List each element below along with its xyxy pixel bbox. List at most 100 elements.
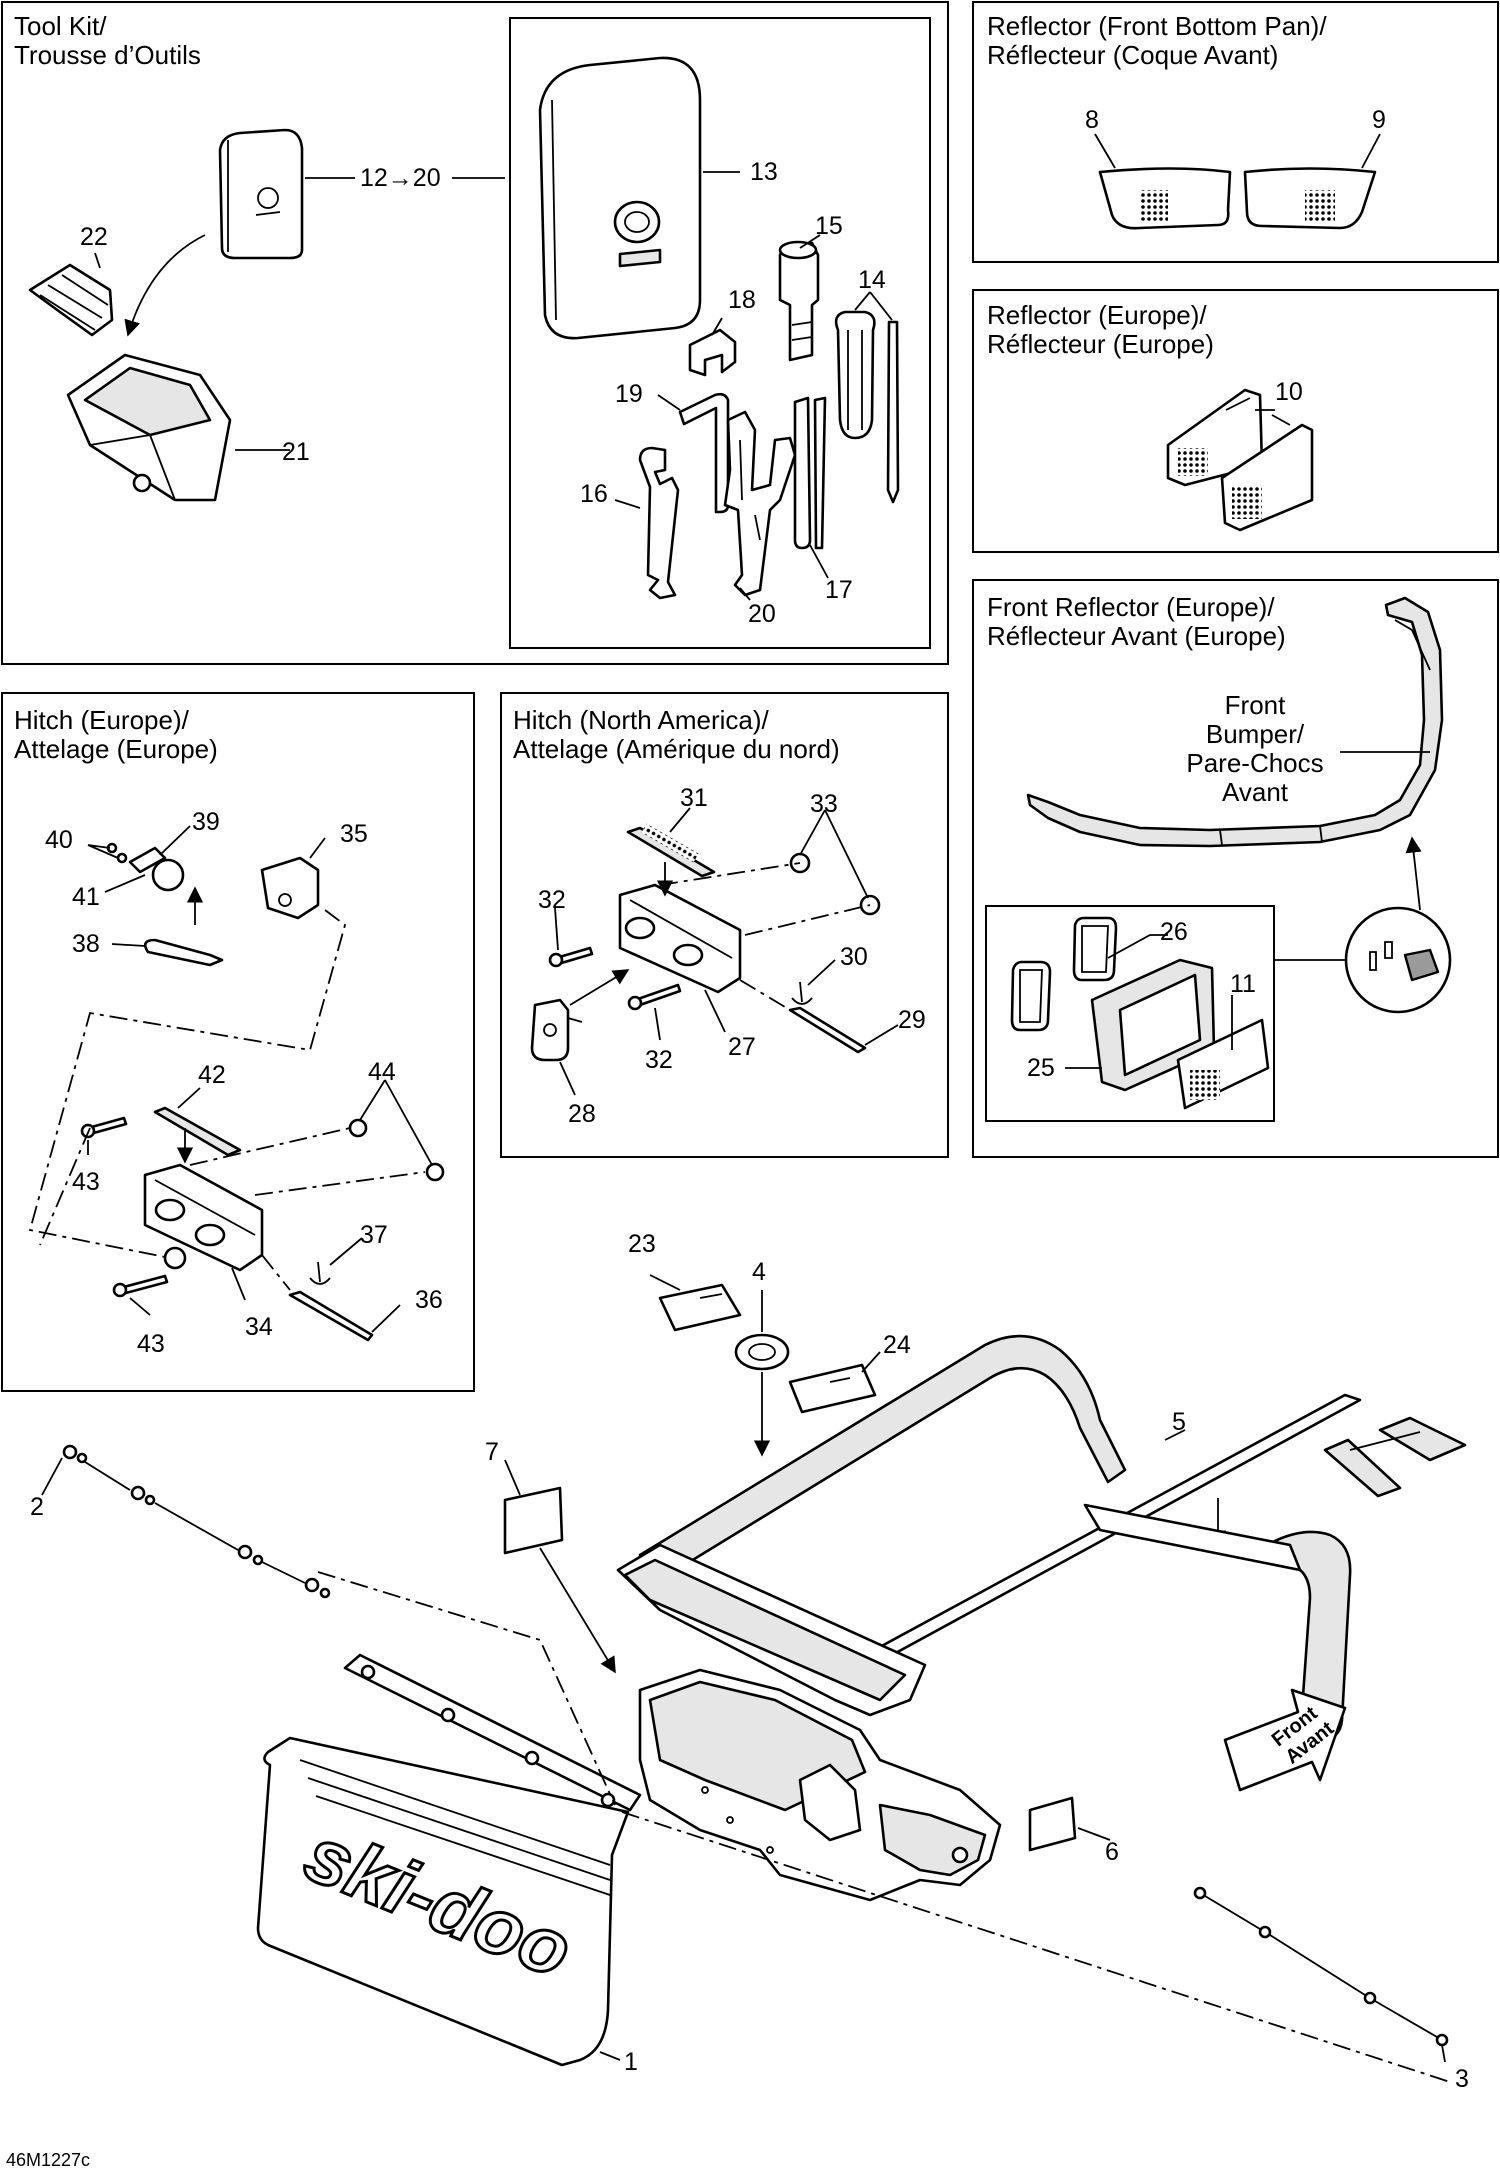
front-reflector-title-line1: Front Reflector (Europe)/ — [987, 592, 1275, 622]
hitch-europe-panel — [1, 692, 475, 1392]
callout-7: 7 — [485, 1438, 499, 1466]
callout-4: 4 — [752, 1258, 766, 1286]
clip-22 — [28, 263, 114, 337]
hitch-na-title-line1: Hitch (North America)/ — [513, 705, 769, 735]
callout-20: 20 — [748, 600, 776, 628]
hex-key-19 — [678, 392, 730, 514]
callout-29: 29 — [898, 1006, 926, 1034]
callout-33: 33 — [810, 790, 838, 818]
hardware-2 — [62, 1444, 331, 1599]
callout-31: 31 — [680, 784, 708, 812]
tool-kit-title-line2: Trousse d’Outils — [14, 40, 201, 70]
callout-17: 17 — [825, 576, 853, 604]
callout-10: 10 — [1275, 378, 1303, 406]
callout-13: 13 — [750, 158, 778, 186]
callout-25: 25 — [1027, 1054, 1055, 1082]
socket-15 — [778, 240, 820, 362]
decal-23 — [658, 1283, 742, 1332]
bumper-label-line1: Front — [1225, 690, 1286, 720]
rear-rack-frame — [616, 1334, 1352, 1742]
callout-43a: 43 — [72, 1168, 100, 1196]
tool-holder-21 — [66, 353, 232, 502]
multi-tool-20 — [723, 410, 797, 597]
detail-magnifier — [1344, 906, 1452, 1014]
hitch-europe-dash-1 — [28, 909, 347, 1259]
reflector-11 — [1176, 1018, 1270, 1110]
callout-14: 14 — [858, 266, 886, 294]
tool-bag-large-13 — [538, 56, 702, 340]
tool-kit-title-line1: Tool Kit/ — [14, 11, 107, 41]
hitch-na-arrow-28 — [569, 969, 630, 1006]
callout-1: 1 — [624, 2048, 638, 2076]
front-reflector-title-line2: Réflecteur Avant (Europe) — [987, 621, 1286, 651]
callout-32b: 32 — [645, 1046, 673, 1074]
callout-3: 3 — [1455, 2065, 1469, 2093]
reflector-10b — [1220, 423, 1314, 532]
callout-21: 21 — [282, 438, 310, 466]
callout-5: 5 — [1172, 1408, 1186, 1436]
tool-kit-panel — [1, 1, 949, 665]
callout-19: 19 — [615, 380, 643, 408]
bag-to-holder-arrow — [124, 234, 206, 337]
drawing-code: 46M1227c — [6, 2150, 90, 2170]
hairpin-tool-17 — [793, 396, 827, 550]
callout-9: 9 — [1372, 106, 1386, 134]
decal-7-arrow — [539, 1547, 616, 1674]
callout-34: 34 — [245, 1313, 273, 1341]
front-reflector-europe-panel — [972, 579, 1499, 1158]
bumper-label-line3: Pare-Chocs — [1186, 748, 1323, 778]
callout-11: 11 — [1230, 970, 1256, 998]
front-reflector-detail-panel — [985, 905, 1275, 1122]
reflector-fbp-title-line1: Reflector (Front Bottom Pan)/ — [987, 11, 1327, 41]
callout-28: 28 — [568, 1100, 596, 1128]
callout-2: 2 — [30, 1493, 44, 1521]
callout-44: 44 — [368, 1058, 396, 1086]
bumper-label-line2: Bumper/ — [1206, 719, 1305, 749]
flap-dash-top — [317, 1571, 616, 1806]
callout-39: 39 — [192, 808, 220, 836]
flap-dash-right — [621, 1811, 1451, 2083]
emblem-4 — [734, 1333, 790, 1371]
hitch-europe-dash-2 — [39, 1127, 91, 1246]
callout-41: 41 — [72, 883, 100, 911]
callout-8: 8 — [1085, 106, 1099, 134]
hardware-3 — [1193, 1886, 1449, 2047]
reflector-europe-panel — [972, 289, 1499, 553]
bumper-label-line4: Avant — [1222, 777, 1289, 807]
front-bumper — [1026, 596, 1444, 848]
bumper-detail-arrow — [1405, 836, 1422, 911]
callout-27: 27 — [728, 1033, 756, 1061]
reflector-europe-title-line2: Réflecteur (Europe) — [987, 329, 1214, 359]
callout-37: 37 — [360, 1221, 388, 1249]
snow-flap-1 — [256, 1653, 642, 2067]
callout-30: 30 — [840, 943, 868, 971]
decal-7 — [503, 1486, 564, 1555]
hitch-europe-parts — [80, 842, 445, 1342]
reflector-front-bottom-pan-panel — [972, 1, 1499, 263]
callout-23: 23 — [628, 1230, 656, 1258]
tool-kit-inner-panel — [509, 17, 931, 649]
rear-bumper-body — [638, 1668, 1002, 1902]
callout-36: 36 — [415, 1286, 443, 1314]
callout-18: 18 — [728, 286, 756, 314]
callout-6: 6 — [1105, 1838, 1119, 1866]
callout-12-20: 12→20 — [360, 164, 441, 192]
callout-43b: 43 — [137, 1330, 165, 1358]
callout-40: 40 — [45, 826, 73, 854]
hitch-na-dash-3 — [739, 979, 791, 1011]
reflector-8 — [1098, 167, 1232, 230]
callout-22: 22 — [80, 223, 108, 251]
callout-16: 16 — [580, 480, 608, 508]
callout-42: 42 — [198, 1061, 226, 1089]
hitch-north-america-panel — [500, 692, 949, 1158]
hitch-europe-title-line2: Attelage (Europe) — [14, 734, 218, 764]
hitch-europe-title-line1: Hitch (Europe)/ — [14, 705, 190, 735]
wrench-16 — [638, 446, 680, 600]
callout-24: 24 — [883, 1331, 911, 1359]
clip-18 — [688, 328, 737, 377]
hitch-na-dash-1 — [744, 904, 871, 936]
callout-15: 15 — [815, 212, 843, 240]
reflector-europe-title-line1: Reflector (Europe)/ — [987, 300, 1207, 330]
front-direction-arrow — [1223, 1688, 1347, 1792]
